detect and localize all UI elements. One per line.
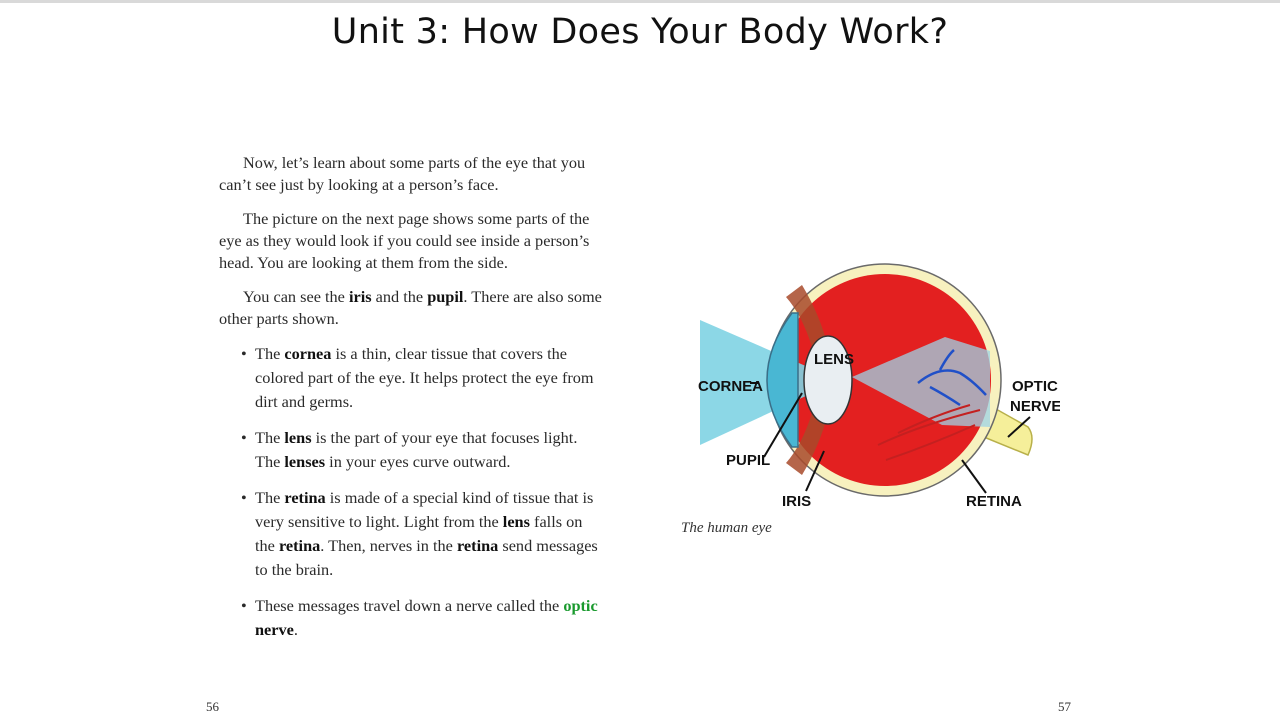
page-number-left: 56 (206, 699, 219, 714)
pointer-lines (750, 382, 1031, 494)
paragraph-2: The picture on the next page shows some … (219, 209, 590, 272)
bullet-dot: • (241, 488, 247, 507)
term-lens: lens (284, 428, 312, 447)
top-border (0, 0, 1280, 3)
bullet-text: The (255, 428, 285, 447)
unit-title: Unit 3: How Does Your Body Work? (331, 12, 949, 52)
term-retina: retina (284, 488, 326, 507)
label-iris: IRIS (782, 493, 811, 510)
p3-text-1: You can see the (243, 287, 349, 306)
bullet-optic-nerve: • These messages travel down a nerve call… (219, 594, 604, 642)
bullet-text: The (255, 344, 285, 363)
term-retina: retina (456, 536, 499, 555)
bullet-cornea: • The cornea is a thin, clear tissue that… (219, 342, 604, 414)
bullet-dot: • (241, 428, 247, 447)
bullet-dot: • (241, 344, 247, 363)
bullet-text: in your eyes curve outward. (325, 452, 511, 471)
label-cornea: CORNEA (698, 378, 763, 395)
term-optic: optic (563, 596, 598, 615)
label-lens: LENS (814, 351, 854, 368)
label-optic: OPTIC (1012, 378, 1058, 395)
bullet-text: These messages travel down a nerve calle… (255, 596, 564, 615)
bullet-text: . Then, nerves in the (320, 536, 457, 555)
bullet-text: The (255, 488, 285, 507)
term-lens: lens (502, 512, 530, 531)
figure-caption: The human eye (681, 520, 772, 536)
bullet-text: . (293, 620, 298, 639)
eye-diagram: LENS CORNEA OPTIC NERVE PUPIL IRIS RETIN… (698, 263, 1060, 510)
bullet-lens: • The lens is the part of your eye that f… (219, 426, 604, 474)
term-retina: retina (278, 536, 321, 555)
left-page-text: Now, let’s learn about some parts of the… (219, 152, 604, 654)
label-retina: RETINA (966, 493, 1022, 510)
p3-text-2: and the (371, 287, 428, 306)
label-nerve: NERVE (1010, 398, 1060, 415)
term-pupil: pupil (427, 287, 464, 306)
term-iris: iris (348, 287, 372, 306)
bullet-text: send messages to the brain. (255, 536, 598, 579)
p3-text-3: . There are also some other parts shown. (219, 287, 602, 328)
page-number-right: 57 (1058, 699, 1071, 714)
bullet-retina: • The retina is made of a special kind of… (219, 486, 604, 582)
label-pupil: PUPIL (726, 452, 770, 469)
bullet-text: is the part of your eye that focuses lig… (255, 428, 578, 471)
eyeball-illustration (700, 263, 1033, 497)
blood-vessels (917, 349, 987, 407)
bullet-list: • The cornea is a thin, clear tissue that… (219, 342, 604, 642)
paragraph-3: You can see the iris and the pupil. Ther… (219, 286, 604, 330)
paragraph-1: Now, let’s learn about some parts of the… (219, 153, 586, 194)
term-cornea: cornea (284, 344, 332, 363)
bullet-dot: • (241, 596, 247, 615)
term-lenses: lenses (284, 452, 326, 471)
bullet-text: is a thin, clear tissue that covers the … (255, 344, 594, 411)
term-nerve: nerve (255, 620, 294, 639)
bullet-text: is made of a special kind of tissue that… (255, 488, 594, 531)
bullet-text: falls on the (255, 512, 583, 555)
